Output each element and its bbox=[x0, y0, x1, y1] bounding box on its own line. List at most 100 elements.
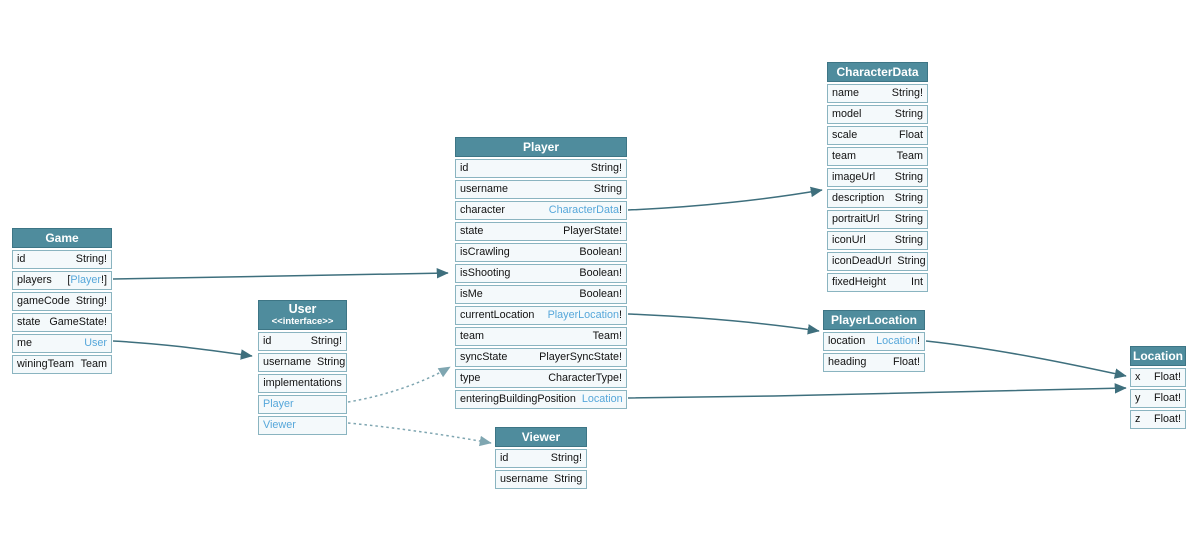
field-row-team[interactable]: team Team bbox=[827, 147, 928, 166]
type-node-player[interactable]: Player id String! username String charac… bbox=[455, 137, 627, 409]
type-link[interactable]: Player bbox=[70, 274, 101, 286]
field-row-y[interactable]: y Float! bbox=[1130, 389, 1186, 408]
field-row-fixedheight[interactable]: fixedHeight Int bbox=[827, 273, 928, 292]
node-header-viewer[interactable]: Viewer bbox=[495, 427, 587, 447]
type-post: ! bbox=[917, 335, 920, 347]
field-name: scale bbox=[832, 129, 858, 141]
field-name: x bbox=[1135, 371, 1141, 383]
type-link[interactable]: Location bbox=[876, 335, 917, 347]
field-type: Float! bbox=[1154, 411, 1181, 428]
field-row-character[interactable]: character CharacterData! bbox=[455, 201, 627, 220]
type-node-characterdata[interactable]: CharacterData name String! model String … bbox=[827, 62, 928, 292]
type-post: String bbox=[894, 192, 923, 204]
type-post: Boolean! bbox=[579, 288, 622, 300]
field-type: Boolean! bbox=[579, 244, 622, 261]
type-post: String bbox=[894, 108, 923, 120]
field-type: String! bbox=[892, 85, 923, 102]
edge-user-player-to-player bbox=[347, 366, 451, 403]
field-row-imageurl[interactable]: imageUrl String bbox=[827, 168, 928, 187]
field-row-portraiturl[interactable]: portraitUrl String bbox=[827, 210, 928, 229]
field-row-x[interactable]: x Float! bbox=[1130, 368, 1186, 387]
field-row-id[interactable]: id String! bbox=[258, 332, 347, 351]
field-row-username[interactable]: username String bbox=[258, 353, 347, 372]
field-row-syncstate[interactable]: syncState PlayerSyncState! bbox=[455, 348, 627, 367]
node-header-player[interactable]: Player bbox=[455, 137, 627, 157]
node-title: User bbox=[288, 302, 317, 316]
implementation-link[interactable]: Player bbox=[263, 398, 294, 410]
field-name: heading bbox=[828, 356, 867, 368]
type-post: Float! bbox=[1153, 371, 1181, 383]
field-row-iconurl[interactable]: iconUrl String bbox=[827, 231, 928, 250]
field-type: [Player!] bbox=[67, 272, 107, 289]
node-header-user[interactable]: User <<interface>> bbox=[258, 300, 347, 330]
field-type: Location! bbox=[876, 333, 920, 350]
type-link[interactable]: CharacterData bbox=[548, 204, 619, 216]
type-link[interactable]: Location bbox=[581, 393, 623, 405]
field-type: String! bbox=[591, 160, 622, 177]
node-header-location[interactable]: Location bbox=[1130, 346, 1186, 366]
field-name: username bbox=[460, 183, 509, 195]
field-row-isme[interactable]: isMe Boolean! bbox=[455, 285, 627, 304]
field-row-username[interactable]: username String bbox=[455, 180, 627, 199]
type-post: String! bbox=[75, 253, 107, 265]
field-row-iscrawling[interactable]: isCrawling Boolean! bbox=[455, 243, 627, 262]
type-node-user[interactable]: User <<interface>> id String! username S… bbox=[258, 300, 347, 435]
field-row-z[interactable]: z Float! bbox=[1130, 410, 1186, 429]
field-row-me[interactable]: me User bbox=[12, 334, 112, 353]
node-header-game[interactable]: Game bbox=[12, 228, 112, 248]
field-row-isshooting[interactable]: isShooting Boolean! bbox=[455, 264, 627, 283]
field-row-name[interactable]: name String! bbox=[827, 84, 928, 103]
field-type: PlayerState! bbox=[563, 223, 622, 240]
type-node-playerlocation[interactable]: PlayerLocation location Location! headin… bbox=[823, 310, 925, 372]
implementation-link[interactable]: Viewer bbox=[263, 419, 296, 431]
field-row-players[interactable]: players [Player!] bbox=[12, 271, 112, 290]
field-row-model[interactable]: model String bbox=[827, 105, 928, 124]
field-type: String bbox=[554, 471, 582, 488]
field-row-enteringbuildingposition[interactable]: enteringBuildingPosition Location bbox=[455, 390, 627, 409]
implementation-row-viewer[interactable]: Viewer bbox=[258, 416, 347, 435]
field-name: portraitUrl bbox=[832, 213, 880, 225]
field-row-state[interactable]: state PlayerState! bbox=[455, 222, 627, 241]
field-row-type[interactable]: type CharacterType! bbox=[455, 369, 627, 388]
field-row-username[interactable]: username String bbox=[495, 470, 587, 489]
implementation-row-player[interactable]: Player bbox=[258, 395, 347, 414]
field-type: User bbox=[84, 335, 107, 352]
field-row-heading[interactable]: heading Float! bbox=[823, 353, 925, 372]
type-post: ! bbox=[619, 204, 622, 216]
field-type: Boolean! bbox=[579, 265, 622, 282]
field-name: model bbox=[832, 108, 862, 120]
type-post: !] bbox=[101, 274, 107, 286]
field-row-gamecode[interactable]: gameCode String! bbox=[12, 292, 112, 311]
field-row-description[interactable]: description String bbox=[827, 189, 928, 208]
field-name: currentLocation bbox=[460, 309, 535, 321]
field-name: winingTeam bbox=[17, 358, 75, 370]
field-name: z bbox=[1135, 413, 1141, 425]
field-row-icondeadurl[interactable]: iconDeadUrl String bbox=[827, 252, 928, 271]
node-header-characterdata[interactable]: CharacterData bbox=[827, 62, 928, 82]
field-row-id[interactable]: id String! bbox=[12, 250, 112, 269]
field-name: name bbox=[832, 87, 860, 99]
field-row-team[interactable]: team Team! bbox=[455, 327, 627, 346]
edge-player-enteringbuildingposition-to-location bbox=[627, 383, 1127, 399]
type-link[interactable]: PlayerLocation bbox=[547, 309, 619, 321]
type-post: Float! bbox=[1153, 413, 1181, 425]
field-row-id[interactable]: id String! bbox=[455, 159, 627, 178]
type-node-viewer[interactable]: Viewer id String! username String bbox=[495, 427, 587, 489]
type-post: CharacterType! bbox=[548, 372, 622, 384]
field-type: String! bbox=[76, 293, 107, 310]
field-row-location[interactable]: location Location! bbox=[823, 332, 925, 351]
field-row-scale[interactable]: scale Float bbox=[827, 126, 928, 145]
field-row-currentlocation[interactable]: currentLocation PlayerLocation! bbox=[455, 306, 627, 325]
field-row-state[interactable]: state GameState! bbox=[12, 313, 112, 332]
type-post: String! bbox=[590, 162, 622, 174]
type-node-game[interactable]: Game id String! players [Player!] gameCo… bbox=[12, 228, 112, 374]
node-header-playerlocation[interactable]: PlayerLocation bbox=[823, 310, 925, 330]
field-row-id[interactable]: id String! bbox=[495, 449, 587, 468]
field-row-winingteam[interactable]: winingTeam Team bbox=[12, 355, 112, 374]
type-node-location[interactable]: Location x Float! y Float! z Float! bbox=[1130, 346, 1186, 429]
type-post: Team bbox=[80, 358, 107, 370]
type-link[interactable]: User bbox=[84, 337, 107, 349]
type-post: String bbox=[897, 255, 926, 267]
field-name: id bbox=[500, 452, 509, 464]
type-post: Float! bbox=[892, 356, 920, 368]
